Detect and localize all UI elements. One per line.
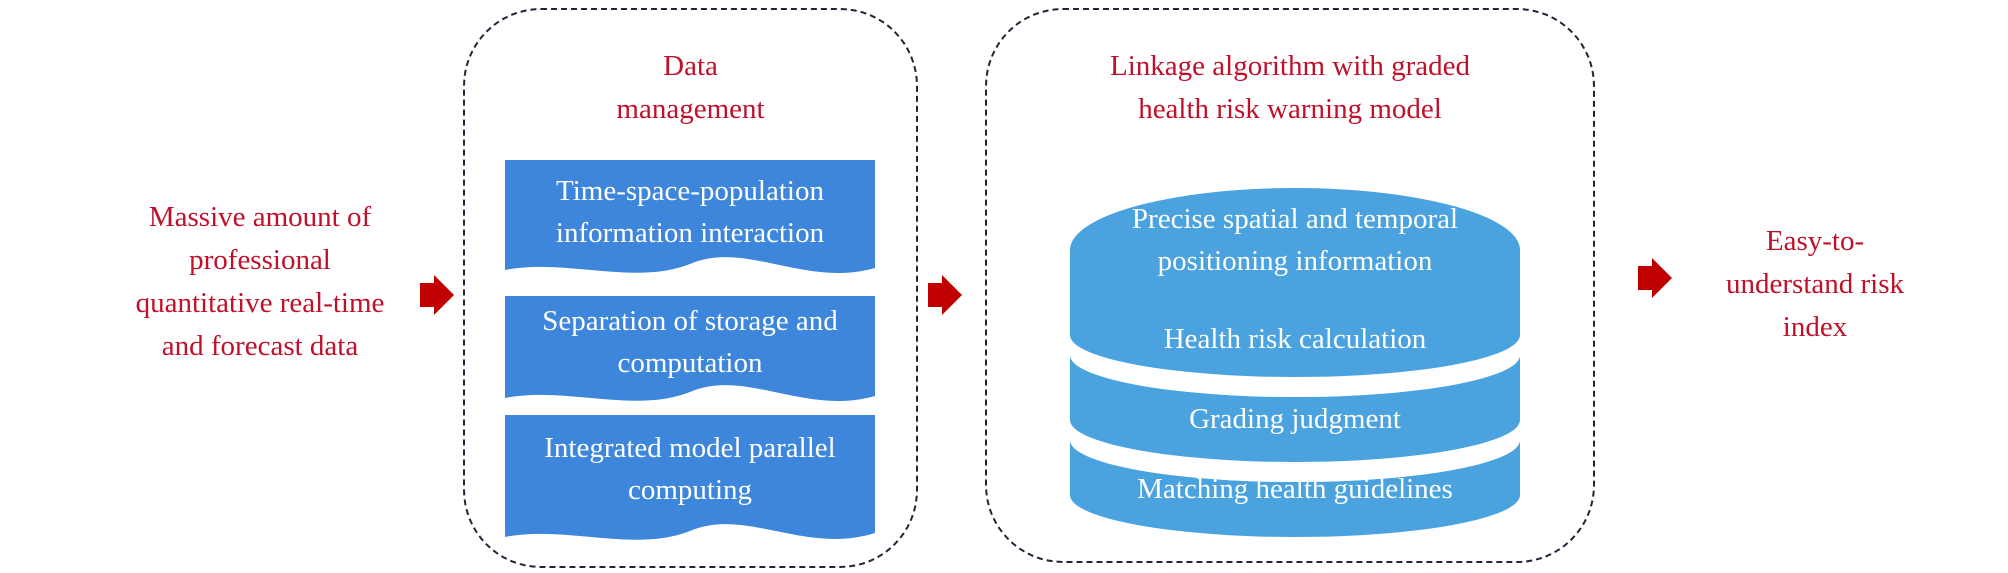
input-label-line: professional xyxy=(189,244,331,276)
block-line: information interaction xyxy=(555,217,825,249)
cylinder-shape xyxy=(1070,188,1520,537)
data-block-storage: Separation of storage and computation xyxy=(505,296,875,408)
output-label-line: Easy-to- xyxy=(1765,225,1865,257)
data-management-title: Data management xyxy=(463,45,918,131)
data-management-group xyxy=(463,8,918,568)
block-line: Integrated model parallel xyxy=(544,432,836,464)
cylinder-top-label: Precise spatial and temporal positioning… xyxy=(1070,190,1520,290)
input-label-line: Massive amount of xyxy=(148,201,372,233)
block-line: computing xyxy=(627,474,753,506)
linkage-algorithm-group xyxy=(985,8,1595,563)
wave-block-shape xyxy=(505,160,875,274)
layer-line: positioning information xyxy=(1157,245,1433,277)
wave-block-shape xyxy=(505,296,875,402)
layer-line: Precise spatial and temporal xyxy=(1131,203,1459,235)
input-label-line: quantitative real-time xyxy=(135,287,385,319)
cylinder-layer-label: Matching health guidelines xyxy=(1137,473,1453,505)
arrow-right-icon xyxy=(1638,258,1672,298)
title-line: Linkage algorithm with graded xyxy=(1110,50,1470,82)
arrow-right-icon xyxy=(928,275,962,315)
output-risk-index-label: Easy-to- understand risk index xyxy=(1690,220,1940,349)
title-line: health risk warning model xyxy=(1138,93,1442,125)
block-text: Time-space-population information intera… xyxy=(505,172,875,252)
block-text: Integrated model parallel computing xyxy=(505,427,875,511)
data-block-parallel: Integrated model parallel computing xyxy=(505,415,875,555)
input-data-label: Massive amount of professional quantitat… xyxy=(90,196,430,368)
block-line: computation xyxy=(617,347,763,379)
block-text: Separation of storage and computation xyxy=(505,300,875,384)
block-line: Separation of storage and xyxy=(542,305,838,337)
linkage-title: Linkage algorithm with graded health ris… xyxy=(985,45,1595,131)
title-line: Data xyxy=(663,50,718,82)
arrow-right-icon xyxy=(420,275,454,315)
wave-block-shape xyxy=(505,415,875,540)
title-line: management xyxy=(616,93,765,125)
output-label-line: index xyxy=(1782,311,1848,343)
input-label-line: and forecast data xyxy=(161,330,359,362)
output-label-line: understand risk xyxy=(1726,268,1904,300)
cylinder-layer-label: Health risk calculation xyxy=(1163,323,1427,355)
block-line: Time-space-population xyxy=(556,175,824,207)
data-block-time-space: Time-space-population information intera… xyxy=(505,160,875,280)
cylinder-layer-label: Grading judgment xyxy=(1189,403,1401,435)
risk-model-cylinder: Precise spatial and temporal positioning… xyxy=(1070,170,1520,560)
